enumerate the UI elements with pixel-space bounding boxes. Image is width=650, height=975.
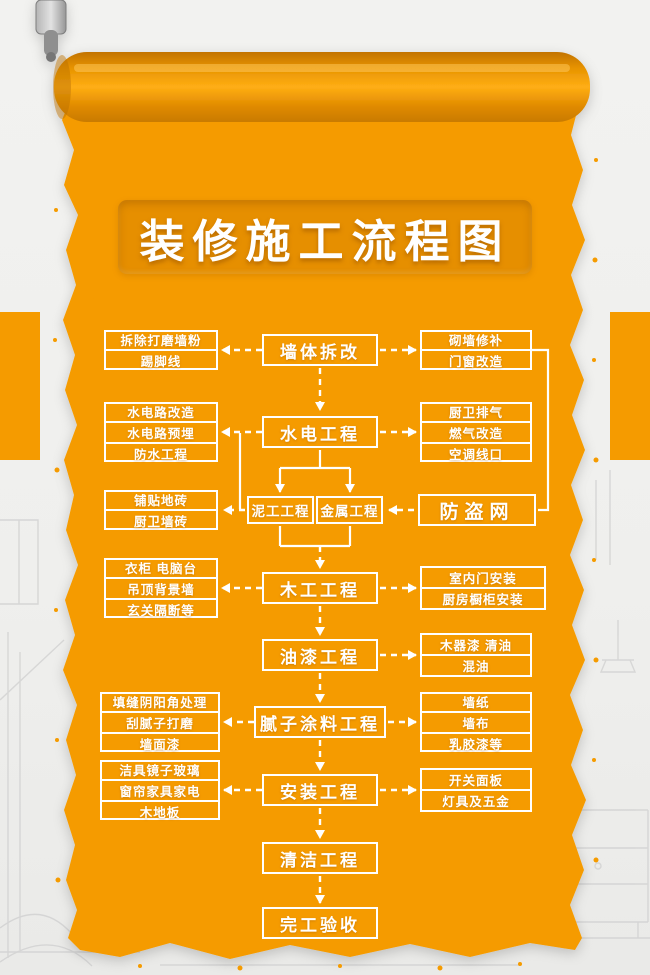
node-installation: 安装工程 [262,774,378,806]
right-accent-block [610,312,650,460]
tasks-carpentry-left: 衣柜 电脑台 吊顶背景墙 玄关隔断等 [104,558,218,618]
tasks-carpentry-right: 室内门安装 厨房橱柜安装 [420,566,546,610]
node-plumbing-electrical: 水电工程 [262,416,378,448]
node-label: 腻子涂料工程 [260,714,380,734]
node-label: 泥工工程 [251,504,310,519]
tasks-wall-right: 砌墙修补 门窗改造 [420,330,532,370]
task-line: 燃气改造 [422,420,530,442]
task-line: 混油 [422,654,530,675]
task-line: 墙纸 [462,695,490,710]
task-line: 填缝阴阳角处理 [112,695,208,710]
node-label: 完工验收 [280,915,360,935]
task-line: 踢脚线 [106,349,216,370]
task-line: 砌墙修补 [448,334,503,348]
task-line: 木器漆 清油 [440,639,512,653]
tasks-putty-left: 填缝阴阳角处理 刮腻子打磨 墙面漆 [100,692,220,752]
tasks-installation-left: 洁具镜子玻璃 窗帘家具家电 木地板 [100,760,220,820]
task-line: 水电路改造 [127,405,195,420]
task-line: 墙面漆 [102,731,218,753]
paint-speckles [53,137,599,971]
task-line: 厨卫墙砖 [106,509,216,530]
task-line: 乳胶漆等 [422,731,530,753]
tasks-painting-right: 木器漆 清油 混油 [420,633,532,677]
task-line: 灯具及五金 [422,789,530,810]
task-line: 厨卫排气 [448,405,503,420]
task-line: 玄关隔断等 [106,597,216,619]
tasks-plumbing-right: 厨卫排气 燃气改造 空调线口 [420,402,532,462]
task-line: 衣柜 电脑台 [125,561,197,576]
task-line: 开关面板 [448,774,503,788]
tasks-installation-right: 开关面板 灯具及五金 [420,768,532,812]
node-wall-demolition: 墙体拆改 [262,334,378,366]
task-line: 窗帘家具家电 [102,778,218,800]
task-line: 门窗改造 [422,349,530,370]
tasks-tiling-left: 铺贴地砖 厨卫墙砖 [104,490,218,530]
task-line: 室内门安装 [449,572,517,586]
task-line: 刮腻子打磨 [102,710,218,732]
node-metalwork: 金属工程 [316,496,383,524]
node-final-acceptance: 完工验收 [262,907,378,939]
node-label: 安装工程 [280,782,360,802]
left-accent-block [0,312,40,460]
task-line: 吊顶背景墙 [106,576,216,598]
task-line: 防水工程 [106,441,216,463]
roller-handle [35,0,67,62]
task-line: 空调线口 [422,441,530,463]
task-line: 厨房橱柜安装 [422,587,544,608]
task-line: 墙布 [422,710,530,732]
node-masonry: 泥工工程 [247,496,314,524]
task-line: 水电路预埋 [106,420,216,442]
tasks-putty-right: 墙纸 墙布 乳胶漆等 [420,692,532,752]
tasks-wall-demolition-left: 拆除打磨墙粉 踢脚线 [104,330,218,370]
node-painting: 油漆工程 [262,639,378,671]
node-label: 木工工程 [280,580,360,600]
node-security-net: 防盗网 [418,494,536,526]
node-label: 墙体拆改 [280,342,360,362]
node-cleaning: 清洁工程 [262,842,378,874]
task-line: 洁具镜子玻璃 [119,763,201,778]
node-label: 油漆工程 [280,647,360,667]
node-putty-coating: 腻子涂料工程 [254,706,386,738]
node-carpentry: 木工工程 [262,572,378,604]
task-line: 木地板 [102,799,218,821]
roller-cylinder [54,52,590,122]
title-panel: 装修施工流程图 [118,200,532,274]
page-title: 装修施工流程图 [139,215,511,267]
node-label: 防盗网 [439,501,515,523]
tasks-plumbing-left: 水电路改造 水电路预埋 防水工程 [104,402,218,462]
task-line: 拆除打磨墙粉 [120,334,202,348]
node-label: 水电工程 [280,424,360,444]
node-label: 金属工程 [320,504,379,519]
task-line: 铺贴地砖 [133,494,188,508]
node-label: 清洁工程 [280,850,360,870]
